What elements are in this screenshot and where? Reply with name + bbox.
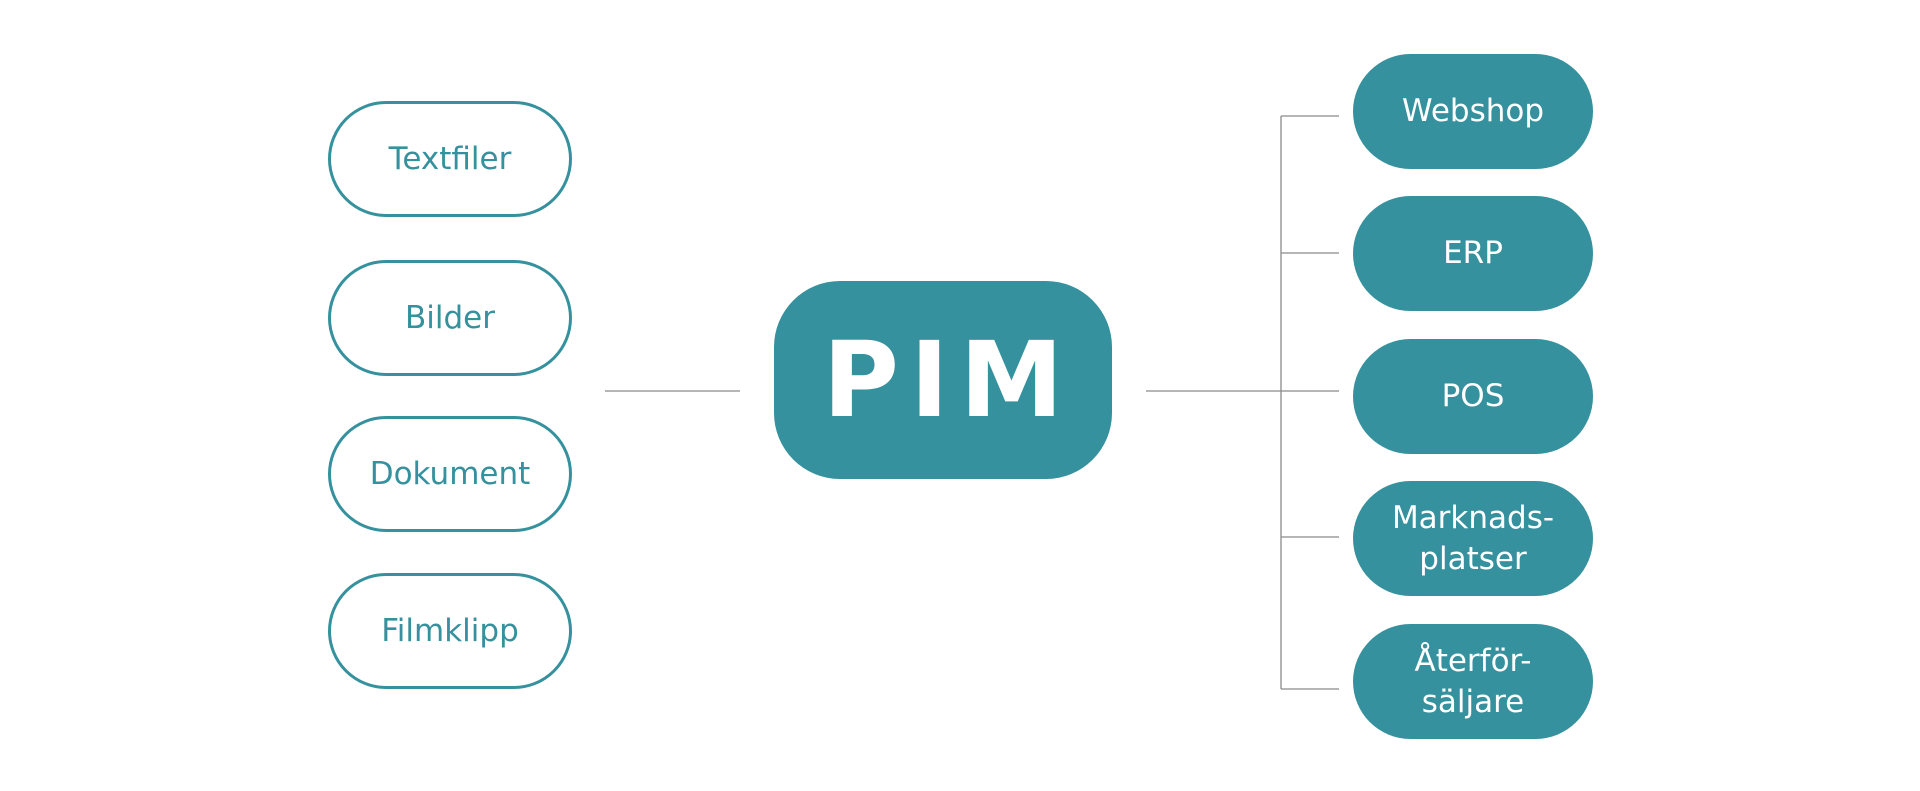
target-pos: POS bbox=[1353, 339, 1593, 454]
source-bilder: Bilder bbox=[328, 260, 572, 376]
target-erp: ERP bbox=[1353, 196, 1593, 311]
target-label: Marknads- platser bbox=[1391, 499, 1555, 577]
target-label: POS bbox=[1441, 378, 1505, 414]
target-label: Återför- säljare bbox=[1414, 642, 1532, 720]
target-marknadsplatser: Marknads- platser bbox=[1353, 481, 1593, 596]
hub-label: PIM bbox=[822, 319, 1075, 441]
source-label: Bilder bbox=[405, 300, 495, 336]
source-label: Filmklipp bbox=[381, 613, 519, 649]
source-dokument: Dokument bbox=[328, 416, 572, 532]
source-filmklipp: Filmklipp bbox=[328, 573, 572, 689]
target-label: ERP bbox=[1443, 235, 1503, 271]
pim-hub: PIM bbox=[774, 281, 1112, 479]
source-textfiler: Textfiler bbox=[328, 101, 572, 217]
target-label: Webshop bbox=[1401, 93, 1545, 129]
target-aterforsaljare: Återför- säljare bbox=[1353, 624, 1593, 739]
source-label: Textfiler bbox=[388, 141, 512, 177]
target-webshop: Webshop bbox=[1353, 54, 1593, 169]
source-label: Dokument bbox=[369, 456, 531, 492]
